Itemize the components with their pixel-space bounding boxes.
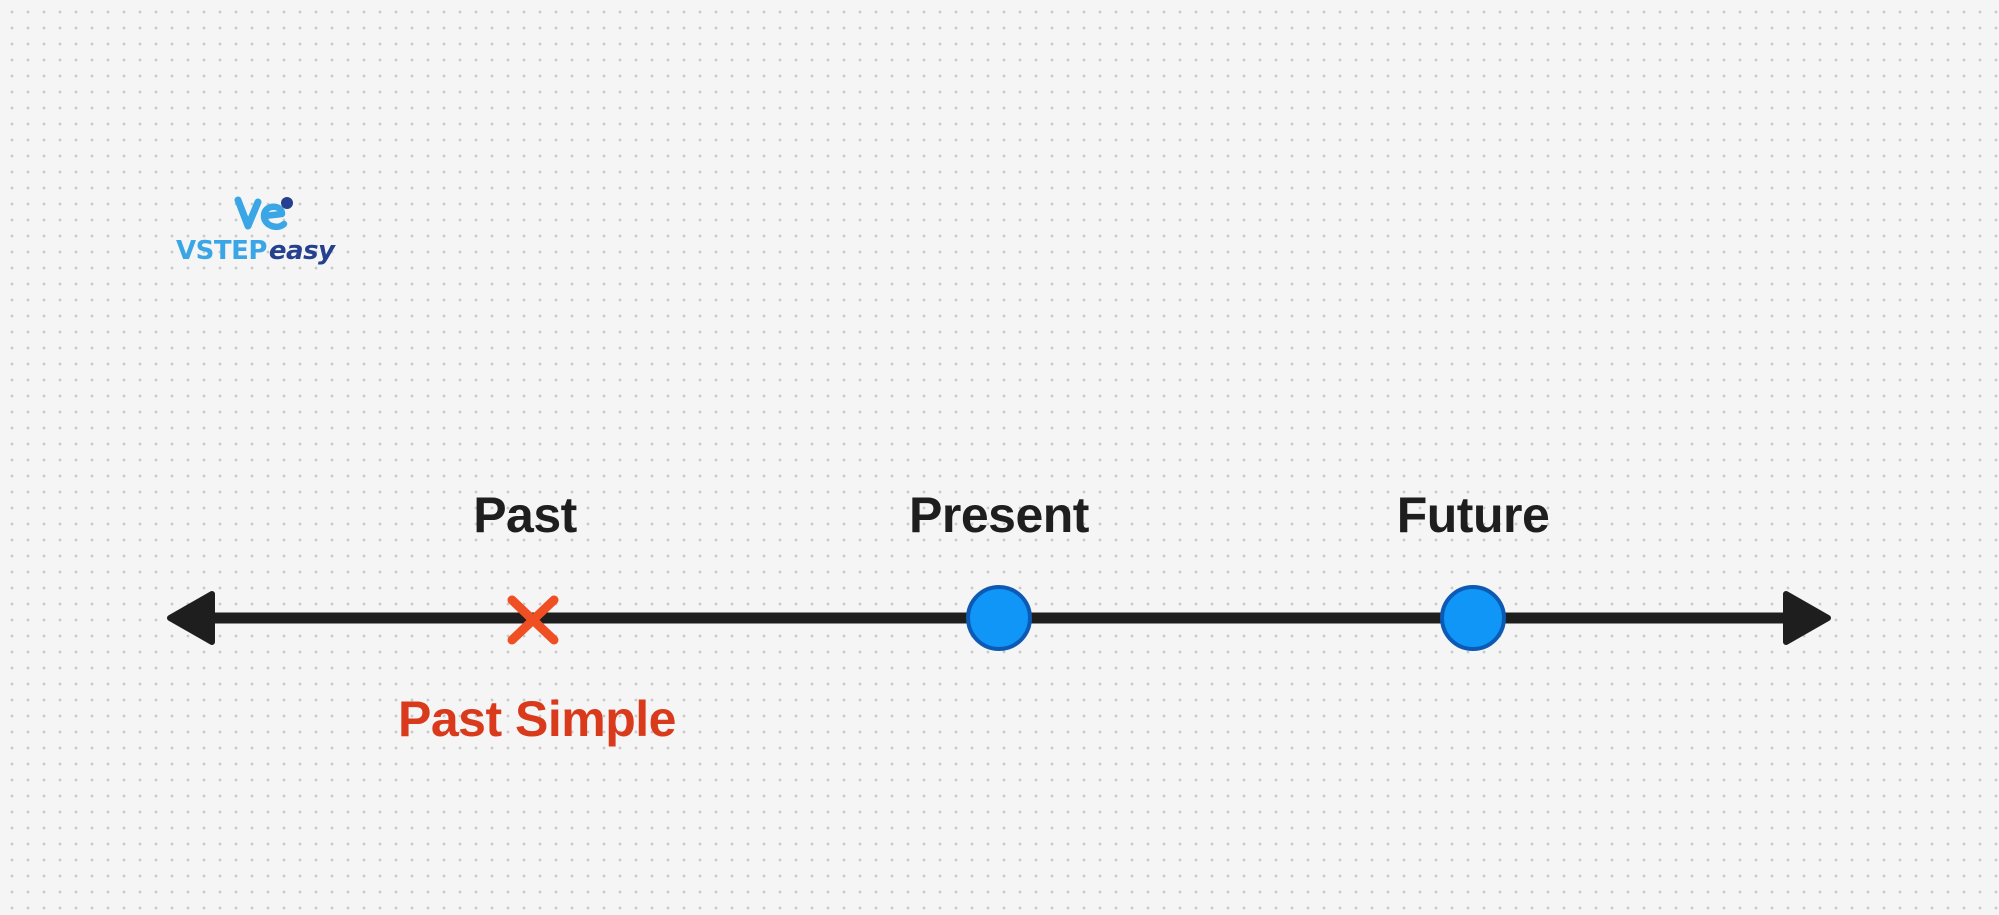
tense-label-past-simple: Past Simple: [398, 691, 676, 747]
logo-wordmark-vstep: VSTEP: [176, 236, 267, 266]
ve-logo-mark-icon: [234, 196, 293, 230]
vstep-easy-logo: VSTEPeasy: [176, 192, 348, 272]
future-marker-circle: [1440, 585, 1506, 651]
future-label: Future: [1396, 487, 1550, 543]
past-label: Past: [473, 487, 577, 543]
left-arrow-head-icon: [167, 591, 215, 645]
right-arrow-head-icon: [1783, 591, 1831, 645]
past-marker-cross-icon: [507, 595, 559, 645]
present-label: Present: [909, 487, 1089, 543]
logo-wordmark: VSTEPeasy: [176, 236, 335, 266]
present-marker-circle: [966, 585, 1032, 651]
logo-wordmark-easy: easy: [268, 236, 335, 266]
